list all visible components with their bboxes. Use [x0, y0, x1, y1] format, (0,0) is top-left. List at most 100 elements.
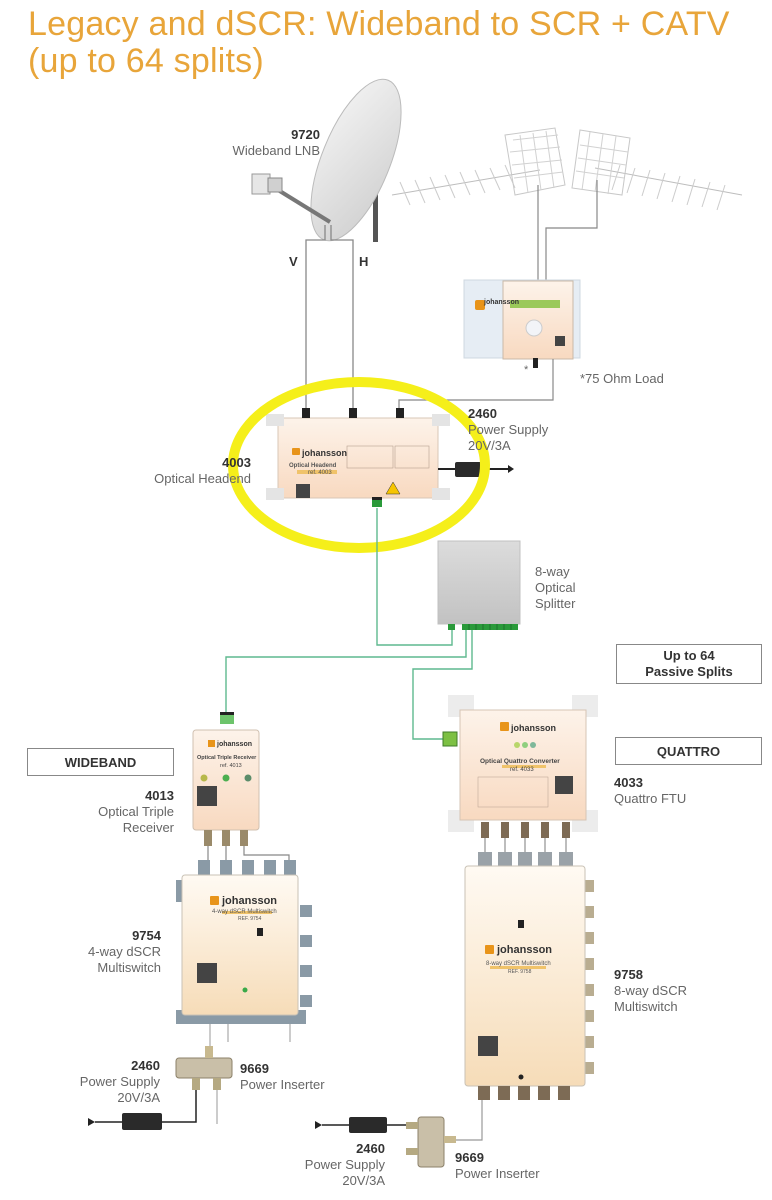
- inserter-bottom-label: 9669 Power Inserter: [455, 1150, 540, 1182]
- lnb-icon: [251, 173, 283, 195]
- terrestrial-antenna-left-icon: [391, 127, 566, 206]
- load-note: *75 Ohm Load: [580, 371, 664, 386]
- ms8-code: 9758: [614, 967, 643, 982]
- ms4-name-1: 4-way dSCR: [88, 944, 161, 959]
- ms8-product: 8-way dSCR Multiswitch: [486, 961, 551, 967]
- coax-v-cable: [305, 225, 326, 410]
- ms4-outputs: [209, 1024, 291, 1050]
- ms8-label: 9758 8-way dSCR Multiswitch: [614, 967, 687, 1015]
- splitter-label: 8-way Optical Splitter: [535, 564, 575, 612]
- psu-left-label: 2460 Power Supply 20V/3A: [40, 1058, 160, 1106]
- lnb-code: 9720: [291, 127, 320, 142]
- psu-left-spec: 20V/3A: [117, 1090, 160, 1105]
- headend-code: 4003: [222, 455, 251, 470]
- headend-ref: ref. 4003: [308, 470, 332, 476]
- headend-brand: johansson: [302, 448, 348, 458]
- amp-to-headend-cable: [398, 359, 554, 410]
- psu-top-label: 2460 Power Supply 20V/3A: [468, 406, 548, 454]
- fiber-splitter-to-triple-receiver: [225, 628, 467, 712]
- splitter-line-2: Optical: [535, 580, 576, 595]
- ftu-to-ms8-cables: [484, 838, 567, 853]
- power-supply-top-icon: [438, 462, 514, 477]
- optical-splitter: [437, 540, 521, 630]
- splitter-line-3: Splitter: [535, 596, 576, 611]
- 75-ohm-load-icon: [533, 358, 538, 368]
- psu-left-name: Power Supply: [79, 1074, 160, 1089]
- power-supply-bottom-icon: [315, 1117, 406, 1133]
- catv-amplifier: [463, 279, 581, 360]
- ms4-name-2: Multiswitch: [97, 960, 161, 975]
- polarity-h-label: H: [359, 254, 369, 269]
- quattro-ftu-name: Quattro FTU: [614, 791, 687, 806]
- quattro-ftu-code: 4033: [614, 775, 643, 790]
- terrestrial-antenna-right-icon: [571, 129, 743, 211]
- psu-top-name: Power Supply: [468, 422, 549, 437]
- psu-bottom-spec: 20V/3A: [342, 1173, 385, 1188]
- ms4-code: 9754: [132, 928, 161, 943]
- coax-h-cable: [330, 225, 354, 410]
- lcd-display: [510, 300, 560, 308]
- quattro-ftu-label: 4033 Quattro FTU: [614, 775, 686, 807]
- lnb-label: 9720 Wideband LNB: [200, 127, 320, 159]
- psu-bottom-name: Power Supply: [304, 1157, 385, 1172]
- triple-receiver-label: 4013 Optical Triple Receiver: [60, 788, 174, 836]
- ftu-ref: ref. 4033: [510, 767, 534, 773]
- optical-output-port: [372, 497, 382, 507]
- power-inserter-left-icon: [175, 1046, 233, 1124]
- passive-splits-line-1: Up to 64: [663, 648, 715, 663]
- title-line-2: (up to 64 splits): [28, 42, 264, 80]
- psu-top-spec: 20V/3A: [468, 438, 511, 453]
- ms4-label: 9754 4-way dSCR Multiswitch: [60, 928, 161, 976]
- passive-splits-box: Up to 64 Passive Splits: [616, 644, 762, 684]
- ms4-product: 4-way dSCR Multiswitch: [212, 909, 277, 915]
- inserter-bottom-code: 9669: [455, 1150, 484, 1165]
- triple-receiver-name-2: Receiver: [122, 820, 174, 835]
- receiver-ref: ref. 4013: [220, 763, 242, 769]
- receiver-brand: johansson: [217, 741, 253, 748]
- inserter-left-code: 9669: [240, 1061, 269, 1076]
- inserter-left-label: 9669 Power Inserter: [240, 1061, 325, 1093]
- title-line-1: Legacy and dSCR: Wideband to SCR + CATV: [28, 5, 730, 43]
- optical-headend: [266, 408, 450, 507]
- triple-receiver-name-1: Optical Triple: [98, 804, 174, 819]
- ms8-brand: johansson: [497, 944, 553, 956]
- headend-product: Optical Headend: [289, 463, 337, 469]
- highlight-ellipse: [228, 377, 490, 553]
- splitter-line-1: 8-way: [535, 564, 570, 579]
- fiber-cables: [225, 508, 473, 740]
- ms8-ref: REF. 9758: [508, 969, 532, 975]
- psu-bottom-code: 2460: [356, 1141, 385, 1156]
- amp-brand: johansson: [484, 299, 520, 306]
- ms8-to-inserter-cable: [454, 1100, 483, 1141]
- passive-splits-line-2: Passive Splits: [645, 664, 733, 679]
- psu-top-code: 2460: [468, 406, 497, 421]
- receiver-product: Optical Triple Receiver: [197, 755, 257, 761]
- satellite-dish-icon: [268, 78, 402, 242]
- ftu-product: Optical Quattro Converter: [480, 758, 560, 765]
- load-asterisk: *: [524, 364, 529, 376]
- psu-left-code: 2460: [131, 1058, 160, 1073]
- optical-triple-receiver: [192, 712, 260, 846]
- ms4-ref: REF. 9754: [238, 916, 262, 922]
- diagram-title: Legacy and dSCR: Wideband to SCR + CATV …: [28, 6, 730, 80]
- knob-icon: [525, 319, 543, 337]
- quattro-box: QUATTRO: [615, 737, 762, 765]
- ms8-name-1: 8-way dSCR: [614, 983, 687, 998]
- fiber-splitter-to-quattro-ftu: [412, 628, 473, 740]
- power-supply-left-icon: [88, 1090, 197, 1130]
- wideband-box: WIDEBAND: [27, 748, 174, 776]
- headend-name: Optical Headend: [154, 471, 251, 486]
- polarity-v-label: V: [289, 254, 298, 269]
- quattro-ftu: [442, 695, 598, 838]
- inserter-bottom-name: Power Inserter: [455, 1166, 540, 1181]
- ms4-brand: johansson: [222, 895, 278, 907]
- inserter-left-name: Power Inserter: [240, 1077, 325, 1092]
- headend-label: 4003 Optical Headend: [120, 455, 251, 487]
- receiver-to-ms4-cables: [207, 846, 290, 860]
- multiswitch-8-way: [464, 852, 594, 1100]
- ftu-brand: johansson: [511, 723, 557, 733]
- qr-code-icon: [555, 336, 565, 346]
- ms8-name-2: Multiswitch: [614, 999, 678, 1014]
- brand-logo-icon: [475, 300, 485, 310]
